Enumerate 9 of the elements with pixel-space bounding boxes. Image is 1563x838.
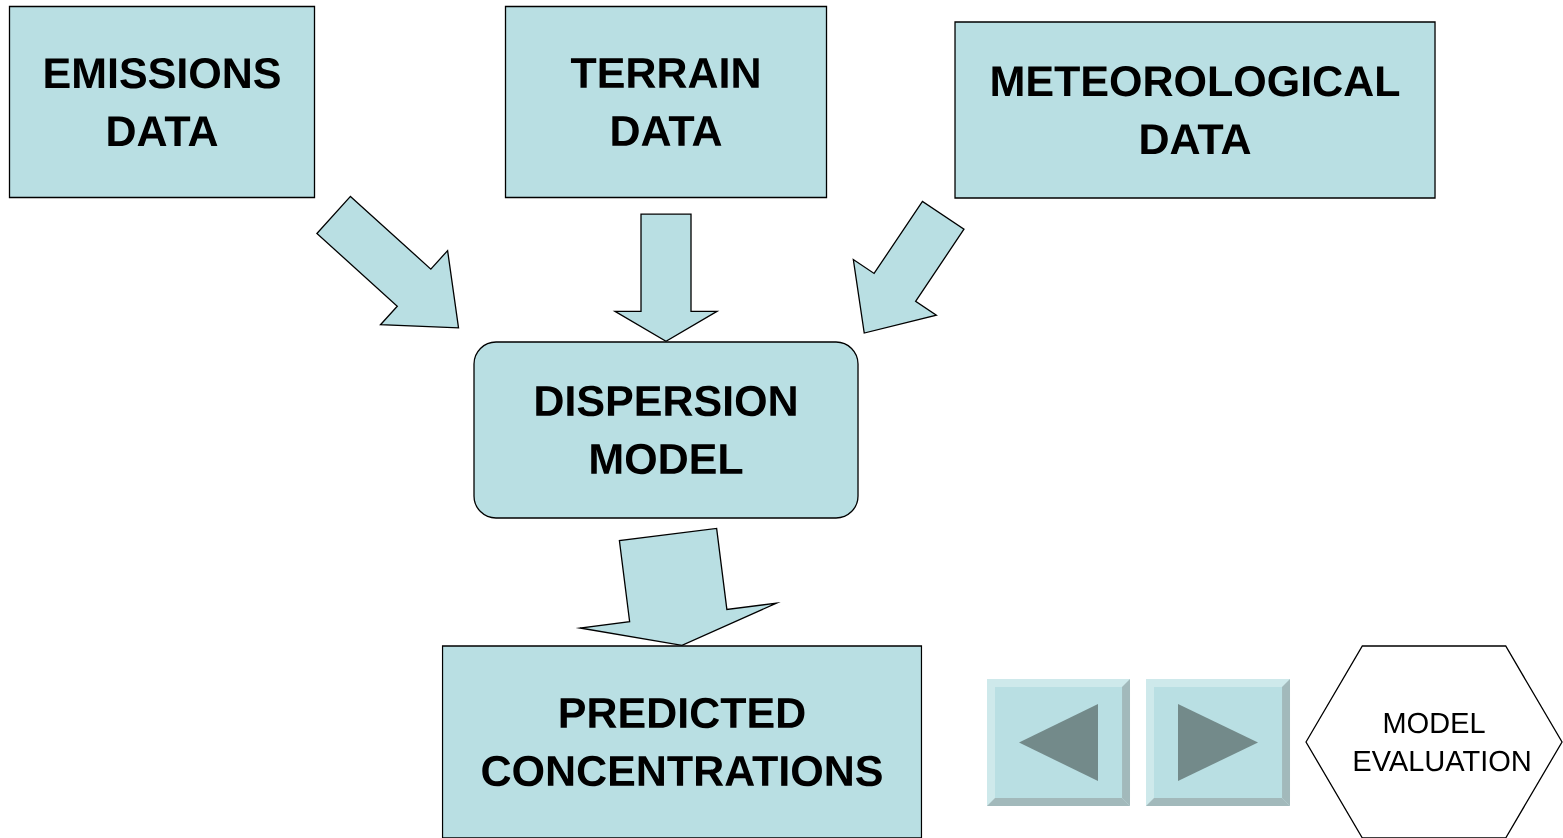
rounded-box: DISPERSION MODEL — [473, 341, 859, 519]
process-box: METEOROLOGICAL DATA — [954, 21, 1436, 199]
process-box: EMISSIONS DATA — [8, 5, 316, 199]
block-arrow — [612, 213, 720, 343]
process-box: PREDICTED CONCENTRATIONS — [441, 645, 923, 838]
hexagon-box: MODEL EVALUATION — [1305, 645, 1563, 838]
block-arrow — [852, 200, 965, 334]
process-box: TERRAIN DATA — [504, 5, 828, 199]
block-arrow — [316, 195, 460, 329]
